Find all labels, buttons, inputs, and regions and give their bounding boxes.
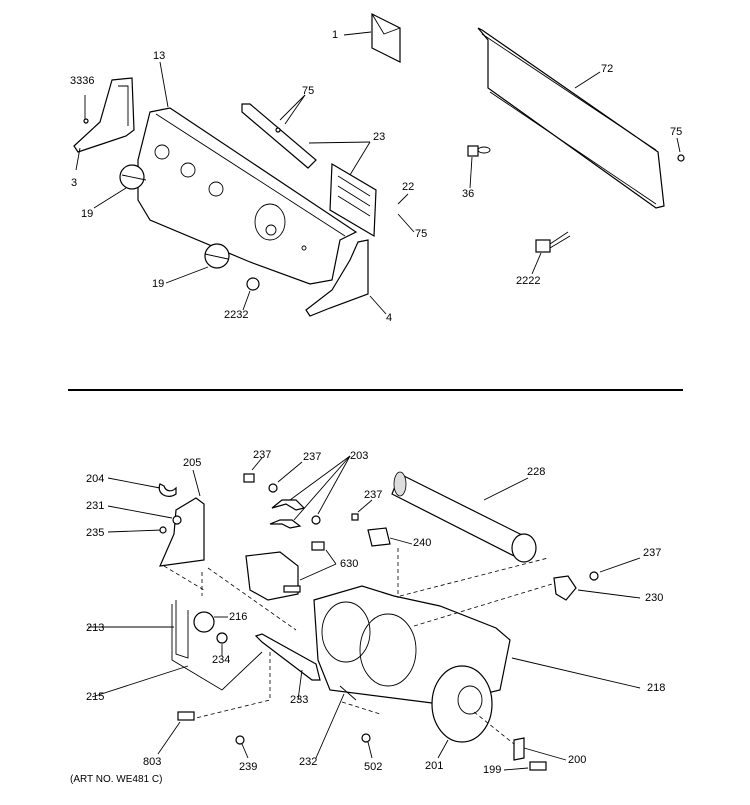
label-502: 502 (364, 761, 383, 773)
part-23-control-board (241, 94, 415, 238)
part-502-screw (361, 733, 373, 759)
part-2222-harness (531, 231, 571, 275)
part-3-endcap-left (73, 77, 135, 171)
label-232: 232 (299, 756, 318, 768)
part-205-bracket (107, 469, 205, 567)
label-204: 204 (86, 473, 105, 485)
part-233-idler-arm (254, 633, 321, 701)
label-2222: 2222 (516, 275, 541, 287)
part-4-endcap-right (305, 239, 387, 317)
label-75-c: 75 (670, 126, 683, 138)
label-237-d: 237 (643, 547, 662, 559)
label-199: 199 (483, 764, 502, 776)
label-240: 240 (413, 537, 432, 549)
label-218: 218 (647, 682, 666, 694)
label-19-lower: 19 (152, 278, 165, 290)
part-2232-button (242, 277, 260, 311)
label-235: 235 (86, 527, 105, 539)
label-228: 228 (527, 466, 546, 478)
part-13-control-panel (137, 61, 358, 285)
art-number-caption: (ART NO. WE481 C) (70, 774, 163, 785)
part-201-blower-wheel (431, 665, 493, 759)
label-803: 803 (143, 756, 162, 768)
label-201: 201 (425, 760, 444, 772)
part-240-thermostat (367, 527, 413, 547)
label-13: 13 (153, 50, 166, 62)
label-205: 205 (183, 457, 202, 469)
label-36: 36 (462, 188, 475, 200)
label-215: 215 (86, 691, 105, 703)
part-803-switch (157, 711, 195, 755)
part-234-washer (216, 632, 228, 656)
part-228-duct (391, 471, 537, 563)
part-237-screw-c (351, 499, 373, 521)
part-215-wire (91, 604, 263, 698)
label-630: 630 (340, 558, 359, 570)
label-237-a: 237 (253, 449, 272, 461)
label-237-c: 237 (364, 489, 383, 501)
part-36-clip (467, 145, 491, 189)
label-23: 23 (373, 131, 386, 143)
part-19-knob-upper (93, 164, 147, 209)
label-75-b: 75 (415, 228, 428, 240)
label-230: 230 (645, 592, 664, 604)
label-200: 200 (568, 754, 587, 766)
assembly-guide-lines (163, 548, 553, 745)
part-216-pulley (193, 611, 228, 633)
label-3: 3 (71, 177, 78, 189)
part-213-heater-element (88, 600, 189, 659)
label-233: 233 (290, 694, 309, 706)
label-203: 203 (350, 450, 369, 462)
part-200-bracket (513, 737, 567, 761)
label-3336: 3336 (70, 75, 95, 87)
part-199-bolt (503, 761, 547, 771)
label-237-b: 237 (303, 451, 322, 463)
part-72-rear-panel (477, 27, 685, 209)
part-237-screw-a (243, 457, 263, 483)
label-216: 216 (229, 611, 248, 623)
label-2232: 2232 (224, 309, 249, 321)
label-4: 4 (386, 312, 393, 324)
part-1-envelope (343, 13, 401, 63)
label-213: 213 (86, 622, 105, 634)
label-239: 239 (239, 761, 258, 773)
part-204-clamp (107, 477, 177, 497)
label-22: 22 (402, 181, 415, 193)
part-203-clamps (269, 455, 351, 529)
label-234: 234 (212, 654, 231, 666)
label-72: 72 (601, 63, 614, 75)
part-19-knob-lower (165, 243, 230, 284)
part-630-timer-motor (245, 541, 337, 601)
label-75-a: 75 (302, 85, 315, 97)
part-232-shaft (315, 685, 357, 759)
part-239-screw (235, 735, 249, 759)
label-1: 1 (332, 29, 339, 41)
label-19-upper: 19 (81, 208, 94, 220)
part-237-screw-b (268, 461, 303, 493)
label-231: 231 (86, 500, 105, 512)
part-230-sensor (553, 557, 641, 601)
